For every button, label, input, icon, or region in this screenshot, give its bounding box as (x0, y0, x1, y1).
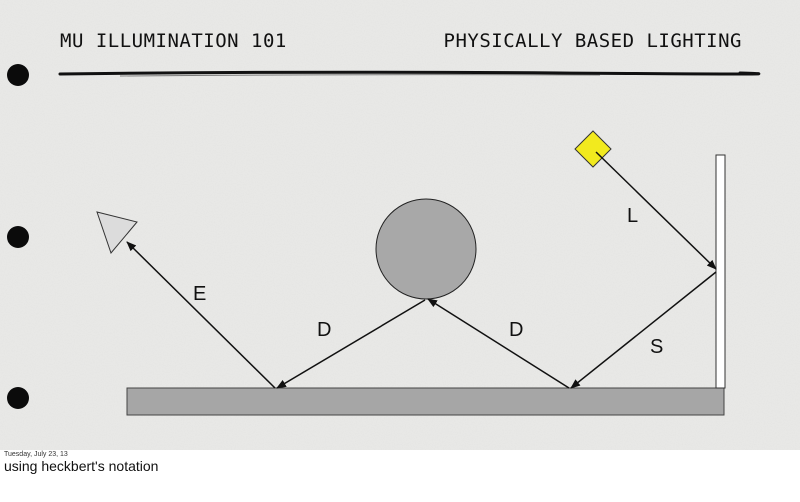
ray-diffuse-floor-to-sphere (427, 298, 570, 389)
ray-diffuse-sphere-to-floor (276, 299, 426, 389)
ray-eye (126, 241, 276, 389)
floor-surface (126, 387, 725, 416)
speaker-notes: using heckbert's notation (4, 458, 159, 474)
label-light-ray: L (627, 205, 639, 227)
label-diffuse-right: D (509, 319, 524, 341)
ray-specular-to-floor (570, 271, 717, 389)
binder-hole-top (7, 64, 29, 86)
slide: MU ILLUMINATION 101 PHYSICALLY BASED LIG… (0, 0, 800, 450)
diagram-canvas (0, 0, 800, 450)
sphere-object (375, 198, 477, 300)
wall-mirror (715, 154, 726, 389)
eye-camera-icon (96, 211, 138, 255)
binder-hole-bottom (7, 387, 29, 409)
binder-hole-middle (7, 226, 29, 248)
label-specular-ray: S (650, 336, 664, 358)
title-underline (58, 70, 761, 76)
title-left: MU ILLUMINATION 101 (60, 30, 287, 52)
title-underline-shadow (119, 74, 601, 77)
title-right: PHYSICALLY BASED LIGHTING (443, 30, 742, 52)
slide-date: Tuesday, July 23, 13 (4, 451, 68, 458)
label-diffuse-left: D (317, 319, 332, 341)
ray-light-to-wall (595, 151, 717, 270)
label-eye-ray: E (193, 283, 207, 305)
